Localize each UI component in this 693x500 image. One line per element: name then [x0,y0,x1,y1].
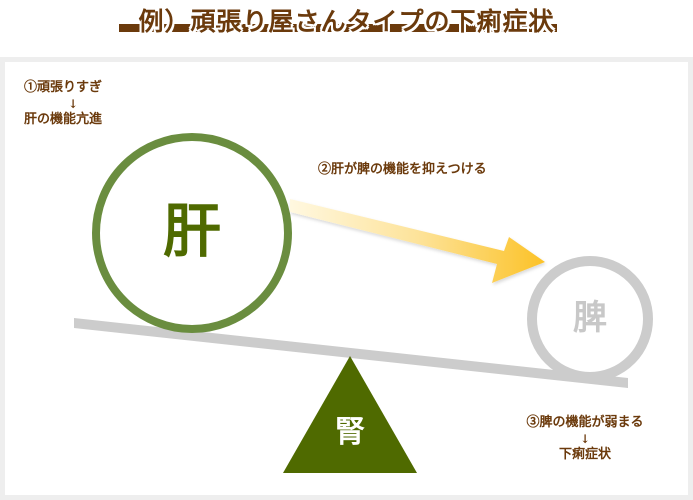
step3-note: ③脾の機能が弱まる ↓ 下痢症状 [510,414,660,464]
step1-note: ①頑張りすぎ ↓ 肝の機能亢進 [24,79,134,129]
title-underline-bar [119,24,557,32]
down-arrow-icon: ↓ [579,432,591,446]
down-arrow-icon: ↓ [68,97,79,111]
step2-text: ②肝が脾の機能を抑えつける [318,162,487,177]
step2-note: ②肝が脾の機能を抑えつける [318,161,487,179]
step1-line1: ①頑張りすぎ [24,80,103,95]
kidney-label: 腎 [335,415,365,450]
spleen-ring [527,256,653,382]
kidney-triangle [283,356,417,473]
seesaw-beam [74,318,628,388]
liver-ring [92,133,292,333]
spleen-label: 脾 [573,298,607,338]
step3-line1: ③脾の機能が弱まる [526,415,644,430]
liver-label: 肝 [162,197,221,265]
page-title: 例）頑張り屋さんタイプの下痢症状 [138,7,555,36]
step3-line2: 下痢症状 [558,447,611,462]
step1-line2: 肝の機能亢進 [24,112,103,127]
suppression-arrow-icon [290,199,545,283]
title-banner: 例）頑張り屋さんタイプの下痢症状 [0,0,693,40]
